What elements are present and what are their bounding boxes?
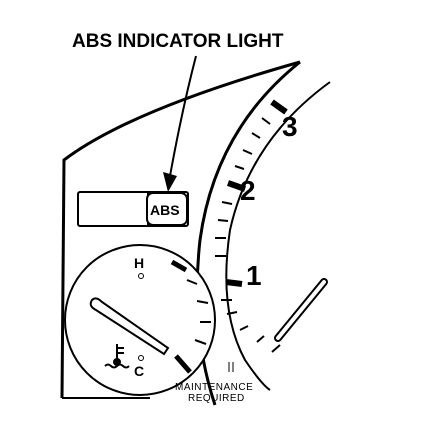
temperature-cold-label: C	[134, 363, 144, 379]
callout-arrowhead	[163, 172, 177, 192]
tach-mark-2: 2	[240, 175, 256, 206]
maintenance-indicator-marks	[228, 362, 234, 372]
tach-mark-1: 1	[246, 260, 262, 291]
temperature-cold-dot	[138, 355, 144, 361]
tachometer-inner-arc	[225, 81, 331, 391]
tachometer-ticks	[215, 99, 288, 353]
callout-arrow	[163, 55, 197, 192]
temperature-hot-label: H	[134, 255, 144, 271]
maintenance-label-line2: REQUIRED	[188, 393, 245, 404]
abs-indicator-callout: ABS INDICATOR LIGHT	[72, 31, 284, 52]
tachometer-needle	[274, 278, 328, 342]
temperature-hot-dot	[138, 273, 144, 279]
temperature-gauge-needle	[89, 297, 170, 356]
abs-indicator-label: ABS	[150, 202, 180, 218]
temperature-gauge-ticks	[170, 259, 211, 374]
coolant-temperature-icon	[104, 344, 130, 369]
abs-indicator-light	[146, 192, 188, 226]
cluster-bezel-outline	[60, 60, 301, 399]
maintenance-label-line1: MAINTENANCE	[175, 382, 253, 393]
tach-mark-3: 3	[282, 111, 298, 142]
